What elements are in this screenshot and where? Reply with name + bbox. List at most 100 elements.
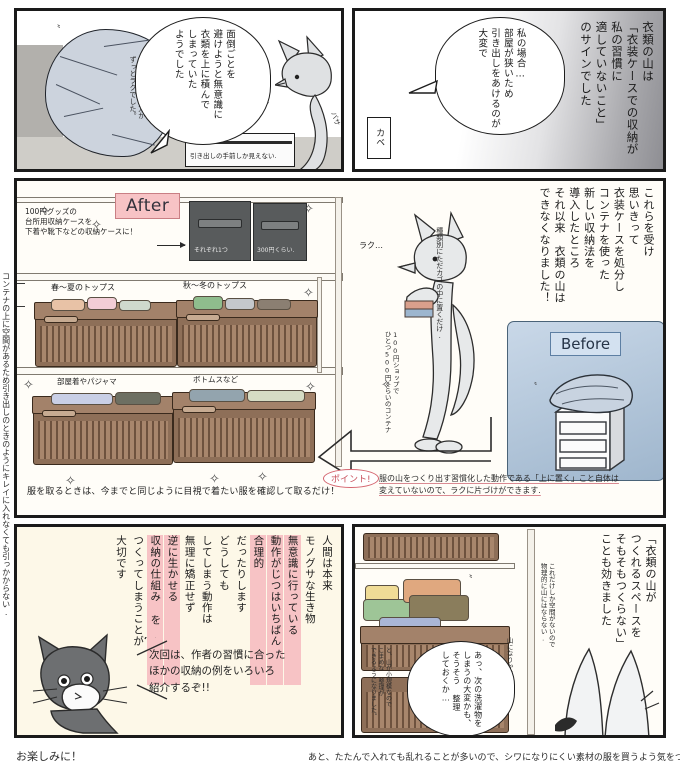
panel4-narration-line: 動作がじつはいちばん (267, 535, 284, 685)
folded-clothes (51, 299, 85, 311)
speech-tail-2 (408, 79, 438, 94)
sparkle-icon: ✧ (39, 203, 50, 218)
folded-clothes (409, 595, 469, 621)
panel4-narration-line: 無意識に行っている (284, 535, 301, 685)
shelf-board-lower (17, 367, 343, 375)
panel4-narration-line: つくってしまうことが (132, 535, 145, 647)
panel4-narration-line: 大切です (114, 535, 127, 580)
panel4-narration-column: 人間は本来モノグサな生き物無意識に行っている動作がじつはいちばん合理的だったりし… (113, 535, 335, 687)
margin-note-container-space: コンテナの上に空間があるため引き出しのときのようにキレイに入れなくても引っかから… (1, 272, 11, 617)
sparkle-icon: ✧ (91, 217, 102, 232)
panel4-narration-line: だったりします (235, 535, 248, 613)
sparkle-icon: ✧ (257, 469, 268, 484)
panel2-narration-text: 衣類の山は 「衣装ケースでの収納が 私の習慣に 適していないこと」 のサインでし… (578, 21, 655, 156)
cat-character (32, 633, 128, 734)
panel-1-before-scene: 実際、毎朝引き出しを あけ閉めして服を出す よりも 山の上から取る方が ずっとラ… (14, 8, 344, 172)
folded-clothes (87, 297, 117, 310)
folded-clothes (247, 390, 305, 402)
panel4-narration-line: 逆に生かせる (164, 535, 181, 685)
after-label: After (115, 193, 181, 219)
bin-price-note: 300円くらい. (257, 247, 295, 255)
footer-left-caption: お楽しみに！ (16, 750, 82, 763)
point-badge: ポイント! (323, 469, 379, 488)
sparkle-icon: ✧ (303, 285, 314, 300)
note-small-scale-tidy: と、山が小規模なので こまめな 整理が できるようになりました。 (369, 647, 392, 719)
speech-bubble-panel1-text: 面倒ごとを 避けようと無意識に 衣類を上に積んで しまっていた ようでした (172, 29, 236, 120)
label-tops-autumn: 秋〜冬のトップス (183, 281, 247, 290)
crate-lower-left (32, 396, 174, 465)
crate-lower-right (172, 392, 316, 463)
point-note-text: 服の山をつくり出す習慣化した動作である「上に置く」こと自体は 変えていないので、… (379, 474, 619, 496)
panel4-narration-line: モノグサな生き物 (303, 535, 316, 625)
note-sort-by-type: 種類別にただカゴの中に置くだけ. (435, 227, 444, 340)
bin-each-note: それぞれ1つ (194, 247, 228, 255)
motion-mark-icon: 〟 (57, 19, 67, 29)
panel4-narration-line: してしまう動作は (200, 535, 213, 625)
folded-clothes (115, 392, 161, 405)
footer-right-caption: あと、たたんで入れても乱れることが多いので、シワになりにくい素材の服を買うよう気… (308, 753, 680, 763)
drawer-front-note: 引き出しの手前しか見えない. (190, 152, 277, 160)
speech-bubble-panel5: あっ、次の洗濯物を しまうの大変かも、 そうそう 整理 しておくか… (407, 641, 515, 735)
sparkle-icon: ✧ (65, 473, 76, 488)
panel4-narration-line: 合理的 (250, 535, 267, 685)
panel3-narration-text: これらを受け 思いきって 衣装ケースを処分し コンテナを使った 新しい収納法を … (538, 187, 655, 304)
svg-text:バサ: バサ (329, 111, 341, 127)
before-label: Before (550, 332, 622, 356)
svg-text:〟: 〟 (534, 377, 542, 386)
shelf-board-middle (17, 273, 343, 281)
storage-bin-right: 300円くらい. (253, 203, 307, 261)
folded-clothes (51, 393, 113, 405)
fox-character-center (396, 210, 475, 454)
motion-mark-icon: 〟 (469, 569, 479, 579)
arrow-pointing-left (317, 417, 492, 479)
sparkle-icon: ✧ (23, 377, 34, 392)
panel5-narration-text: 「衣類の山が つくれるスペースを そもそもつくらない」 ことも効きました (599, 533, 657, 650)
speech-bubble-panel5-text: あっ、次の洗濯物を しまうの大変かも、 そうそう 整理 しておくか… (441, 651, 483, 728)
crate-upper-right (176, 300, 318, 367)
note-only-this-space: これだけしか空間がないので 物理的に山にはならない. (539, 563, 556, 648)
panel4-narration-line: 無理に矯正せず (183, 535, 196, 613)
speech-bubble-panel1: 面倒ごとを 避けようと無意識に 衣類を上に積んで しまっていた ようでした (135, 17, 271, 145)
note-container-price: 100円ショップで ひとつ500円くらいのコンテナ (383, 331, 400, 433)
panel4-narration-line: どうしても (217, 535, 230, 591)
panel4-narration-line: 収納の仕組み を (147, 535, 164, 685)
crate-closet-top (363, 533, 499, 561)
folded-clothes (257, 299, 291, 310)
arrow-to-bins (157, 240, 186, 250)
folded-clothes (189, 389, 245, 402)
before-inset-card: Before 〟 (507, 321, 663, 481)
speech-bubble-panel2-text: 私の場合… 部屋が狭いため 引き出しをあけるのが 大変で (476, 28, 526, 129)
sparkle-icon: ✧ (305, 379, 316, 394)
note-100yen-goods: 100円グッズの 台所用収納ケースを 下着や靴下などの収納ケースに！ (25, 207, 138, 236)
label-tops-spring: 春〜夏のトップス (51, 283, 115, 292)
label-bottoms: ボトムスなど (193, 375, 238, 384)
folded-clothes (225, 298, 255, 310)
note-take-clothes: 服を取るときは、今までと同じように目視で着たい服を確認して取るだけ！ (27, 487, 340, 497)
crate-upper-left (34, 302, 178, 367)
sparkle-icon: ✧ (209, 471, 220, 486)
folded-clothes (193, 296, 223, 310)
panel4-narration-line: 人間は本来 (321, 535, 333, 591)
closet-post (527, 529, 535, 735)
panel-2-narration: 衣類の山は 「衣装ケースでの収納が 私の習慣に 適していないこと」 のサインでし… (352, 8, 666, 172)
shelf-bracket (17, 283, 25, 307)
fox-sfx-raku: ラク… (359, 241, 383, 250)
folded-clothes (119, 300, 151, 311)
cat-speech-text: 次回は、作者の習慣に合った ほかの収納の例をいろいろ 紹介するぞ!! (149, 649, 286, 694)
label-roomwear: 部屋着やパジャマ (57, 377, 117, 386)
before-drawer-with-pile: 〟 (534, 374, 633, 472)
speech-bubble-panel2: 私の場合… 部屋が狭いため 引き出しをあけるのが 大変で (435, 17, 565, 135)
shelf-post-right (335, 197, 342, 467)
panel-3-after-shelf: それぞれ1つ 300円くらい. After 100円グッズの 台所用収納ケースを… (14, 178, 666, 518)
storage-bin-left: それぞれ1つ (189, 201, 251, 261)
sparkle-icon: ✧ (303, 201, 314, 216)
fox-back-view (555, 647, 660, 735)
closet-shelf (355, 563, 515, 569)
speech-lines-icon (136, 637, 168, 700)
panel-4-conclusion: 人間は本来モノグサな生き物無意識に行っている動作がじつはいちばん合理的だったりし… (14, 524, 344, 738)
wall-label-text: カベ (374, 128, 385, 148)
panel-5-closet-scene: 〟 これだけしか空間がないので 物理的に山にはならない. 山になりかけても、 「… (352, 524, 666, 738)
speech-tail-1 (150, 129, 170, 154)
sparkle-icon: ✧ (381, 377, 392, 392)
